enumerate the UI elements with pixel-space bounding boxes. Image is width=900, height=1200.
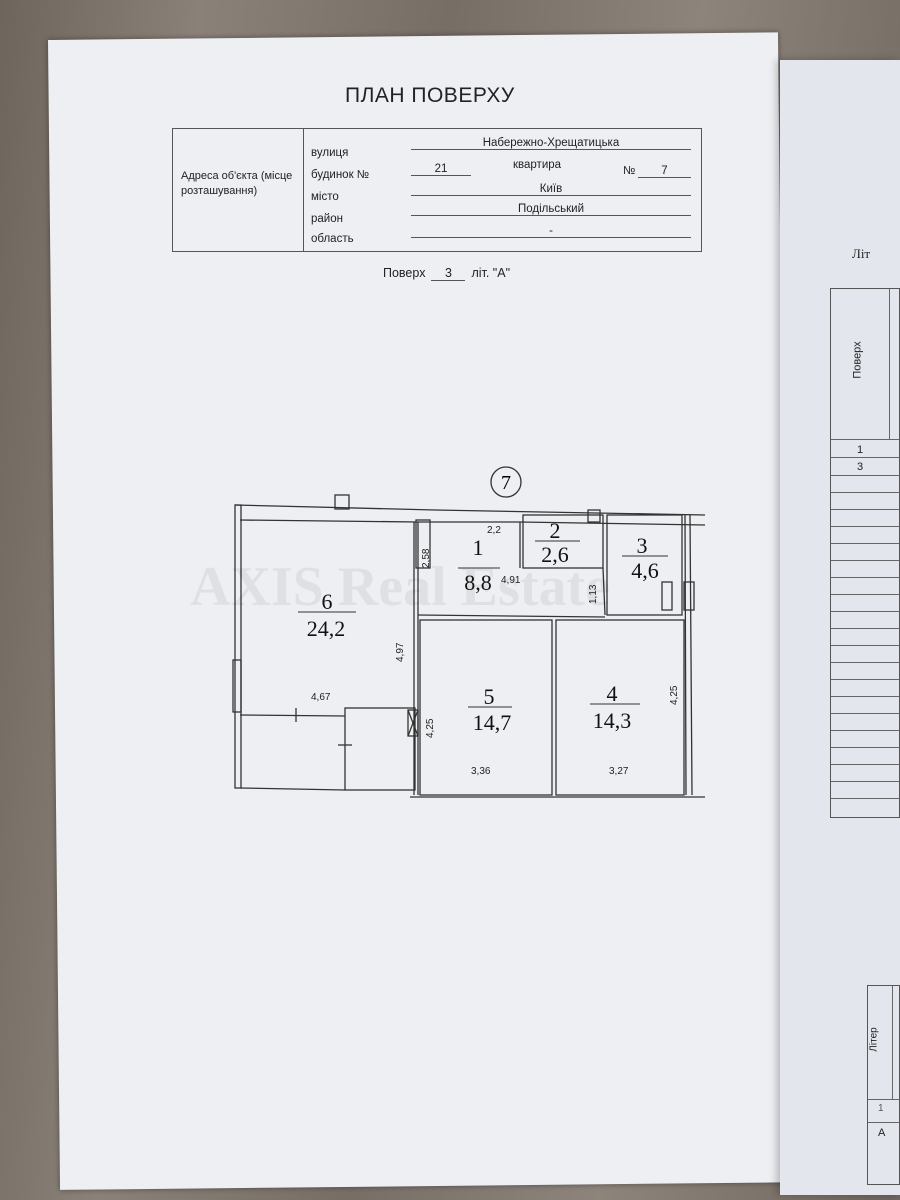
room-4-area: 14,3 [593, 708, 632, 733]
watermark: AXIS Real Estate [190, 556, 610, 618]
dimension-label: 1,13 [588, 584, 599, 604]
house-value: 21 [411, 163, 471, 176]
apartment-marker-number: 7 [501, 472, 511, 494]
table-cell: A [878, 1127, 886, 1139]
dimension-label: 4,67 [311, 692, 331, 703]
district-value: Подільський [411, 203, 691, 216]
room-2-area: 2,6 [541, 542, 569, 567]
page-title: ПЛАН ПОВЕРХУ [345, 84, 515, 107]
room-4-number: 4 [607, 681, 618, 706]
region-value: - [411, 225, 691, 238]
city-value: Київ [411, 183, 691, 196]
street-label: вулиця [311, 147, 349, 159]
room-1-number: 1 [473, 535, 484, 560]
dimension-label: 2,58 [421, 548, 432, 568]
dimension-label: 4,25 [669, 685, 680, 705]
house-label: будинок № [311, 169, 370, 181]
room-1-area: 8,8 [464, 570, 492, 595]
apartment-value: 7 [638, 165, 691, 178]
liter-heading: Літ [852, 246, 871, 261]
floor-line: Поверх 3 літ. "А" [383, 266, 510, 281]
room-5-number: 5 [484, 684, 495, 709]
city-label: місто [311, 191, 339, 203]
apartment-no-label: № [623, 165, 636, 177]
room-3-area: 4,6 [631, 558, 659, 583]
table-cell: 1 [857, 444, 864, 456]
street-value: Набережно-Хрещатицька [411, 137, 691, 150]
dimension-label: 3,27 [609, 766, 629, 777]
room-6-number: 6 [322, 589, 333, 614]
liter-label: літ. "А" [471, 266, 511, 280]
address-label: Адреса об'єкта (місце розташування) [181, 170, 293, 197]
table-cell: 1 [878, 1103, 884, 1114]
table-cell: 3 [857, 461, 864, 473]
dimension-label: 4,97 [395, 642, 406, 662]
address-block: Адреса об'єкта (місце розташування) вули… [172, 128, 702, 252]
room-3-number: 3 [637, 533, 648, 558]
dimension-label: 4,91 [501, 575, 521, 586]
region-label: область [311, 233, 354, 245]
dimension-label: 4,25 [425, 718, 436, 738]
floor-value: 3 [431, 266, 466, 281]
room-6-area: 24,2 [307, 616, 346, 641]
floor-label: Поверх [383, 266, 426, 280]
room-5-area: 14,7 [473, 710, 512, 735]
district-label: район [311, 213, 343, 225]
apartment-label: квартира [513, 159, 562, 171]
dimension-label: 2,2 [487, 525, 501, 536]
dimension-label: 3,36 [471, 766, 491, 777]
apartment-marker [490, 466, 522, 498]
room-2-number: 2 [550, 518, 561, 543]
